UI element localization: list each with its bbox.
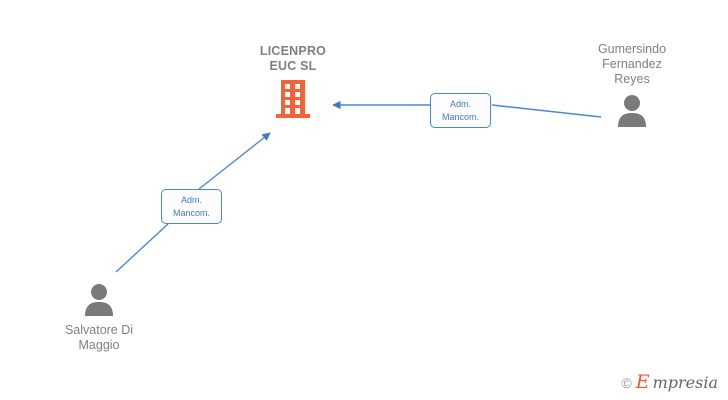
node-company[interactable]: LICENPRO EUC SL bbox=[218, 44, 368, 118]
edge-label-line2: Mancom. bbox=[172, 208, 210, 218]
edge-left-segment-outer bbox=[115, 223, 169, 273]
edge-label-line2: Mancom. bbox=[441, 112, 479, 122]
edge-left-segment-inner bbox=[198, 132, 271, 190]
person-icon bbox=[85, 284, 113, 316]
person-name-label: Gumersindo Fernandez Reyes bbox=[597, 42, 667, 86]
empresia-watermark: © E mpresia bbox=[621, 373, 718, 392]
building-icon bbox=[276, 80, 310, 118]
edge-right-segment-outer bbox=[491, 104, 602, 118]
brand-name: mpresia bbox=[652, 372, 718, 392]
person-name-label: Salvatore Di Maggio bbox=[64, 323, 134, 352]
brand-initial: E bbox=[635, 371, 650, 393]
edge-label-adm-mancom-right[interactable]: Adm. Mancom. bbox=[430, 93, 491, 128]
company-name-label: LICENPRO EUC SL bbox=[259, 44, 327, 73]
copyright-icon: © bbox=[621, 374, 632, 391]
node-person-gumersindo-fernandez-reyes[interactable]: Gumersindo Fernandez Reyes bbox=[557, 42, 707, 127]
person-icon bbox=[618, 95, 646, 127]
edge-label-line1: Adm. bbox=[180, 195, 202, 205]
edge-label-line1: Adm. bbox=[449, 99, 471, 109]
node-person-salvatore-di-maggio[interactable]: Salvatore Di Maggio bbox=[24, 283, 174, 353]
edge-label-adm-mancom-left[interactable]: Adm. Mancom. bbox=[161, 189, 222, 224]
